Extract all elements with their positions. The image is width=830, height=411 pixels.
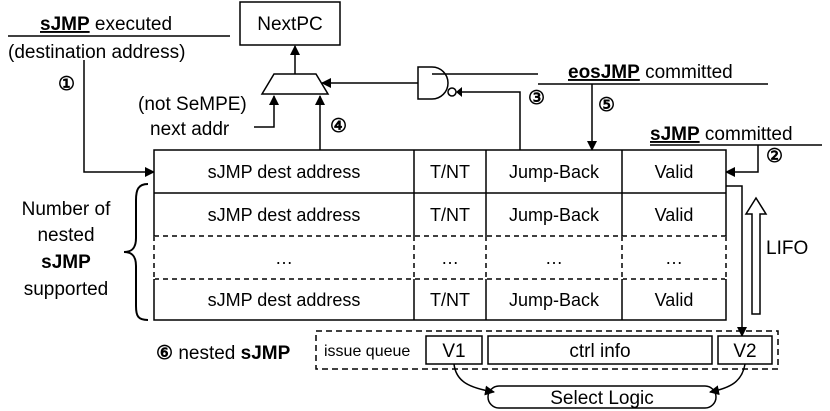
cell-ellipsis: … (275, 248, 293, 268)
side-label-line1: Number of (22, 199, 111, 220)
mux-input-line1: (not SeMPE) (138, 94, 247, 115)
mux (260, 73, 330, 95)
issue-queue: issue queue V1 ctrl info V2 (315, 330, 779, 370)
select-logic-label: Select Logic (550, 388, 654, 409)
issue-queue-label: issue queue (324, 343, 410, 360)
mux-input-line2: next addr (150, 119, 230, 140)
select-logic: Select Logic (487, 385, 717, 409)
marker-5: ⑤ (598, 95, 615, 116)
v1-to-select-arrow (453, 363, 495, 396)
sjmp-exec-to-table-arrow (83, 60, 155, 177)
side-label-line2: nested (37, 225, 94, 246)
cell-ellipsis: … (665, 248, 683, 268)
v2-label: V2 (733, 341, 756, 362)
eos-label: eosJMP committed (568, 62, 733, 83)
sjmp-executed-label-line2: (destination address) (8, 42, 185, 63)
side-label-line3: sJMP (41, 252, 91, 273)
cell-jump-back: Jump-Back (509, 162, 600, 182)
cell-valid: Valid (655, 162, 694, 182)
cell-tnt: T/NT (430, 290, 470, 310)
table-to-v2-arrow (726, 185, 747, 337)
cell-dest-address: sJMP dest address (208, 290, 361, 310)
inverter-bubble (447, 87, 457, 97)
ctrl-info-field (487, 335, 713, 365)
cell-tnt: T/NT (430, 205, 470, 225)
nested-sjmp-label: ⑥ nested sJMP (156, 343, 291, 364)
v2-to-select-arrow (709, 363, 746, 396)
cell-dest-address: sJMP dest address (208, 205, 361, 225)
nextpc-block: NextPC (239, 1, 341, 46)
sjmp-commit-to-valid-arrow (725, 145, 759, 177)
side-label-line4: supported (24, 279, 109, 300)
nextpc-label: NextPC (257, 14, 322, 35)
ctrl-info-label: ctrl info (569, 341, 630, 362)
cell-jump-back: Jump-Back (509, 205, 600, 225)
left-brace (123, 183, 149, 321)
cell-ellipsis: … (545, 248, 563, 268)
cell-tnt: T/NT (430, 162, 470, 182)
marker-4: ④ (330, 116, 347, 137)
and-gate (417, 66, 449, 100)
sjmp-executed-label: sJMP executed (40, 14, 172, 35)
sjmp-stack-table: sJMP dest address T/NT Jump-Back Valid s… (153, 149, 727, 321)
lifo-arrow (744, 196, 768, 315)
inverter-arrowhead (456, 87, 462, 97)
lifo-label: LIFO (766, 238, 808, 259)
v1-label: V1 (442, 341, 465, 362)
jumpback-inverted-input (458, 91, 521, 150)
cell-dest-address: sJMP dest address (208, 162, 361, 182)
next-addr-to-mux-arrow (254, 95, 279, 128)
cell-valid: Valid (655, 205, 694, 225)
cell-valid: Valid (655, 290, 694, 310)
sjmp-committed-label: sJMP committed (650, 124, 793, 145)
v1-field (425, 335, 483, 365)
cell-ellipsis: … (441, 248, 459, 268)
marker-1: ① (58, 74, 75, 95)
marker-3: ③ (528, 88, 545, 109)
marker-2: ② (766, 146, 783, 167)
cell-jump-back: Jump-Back (509, 290, 600, 310)
v2-field (717, 335, 773, 365)
